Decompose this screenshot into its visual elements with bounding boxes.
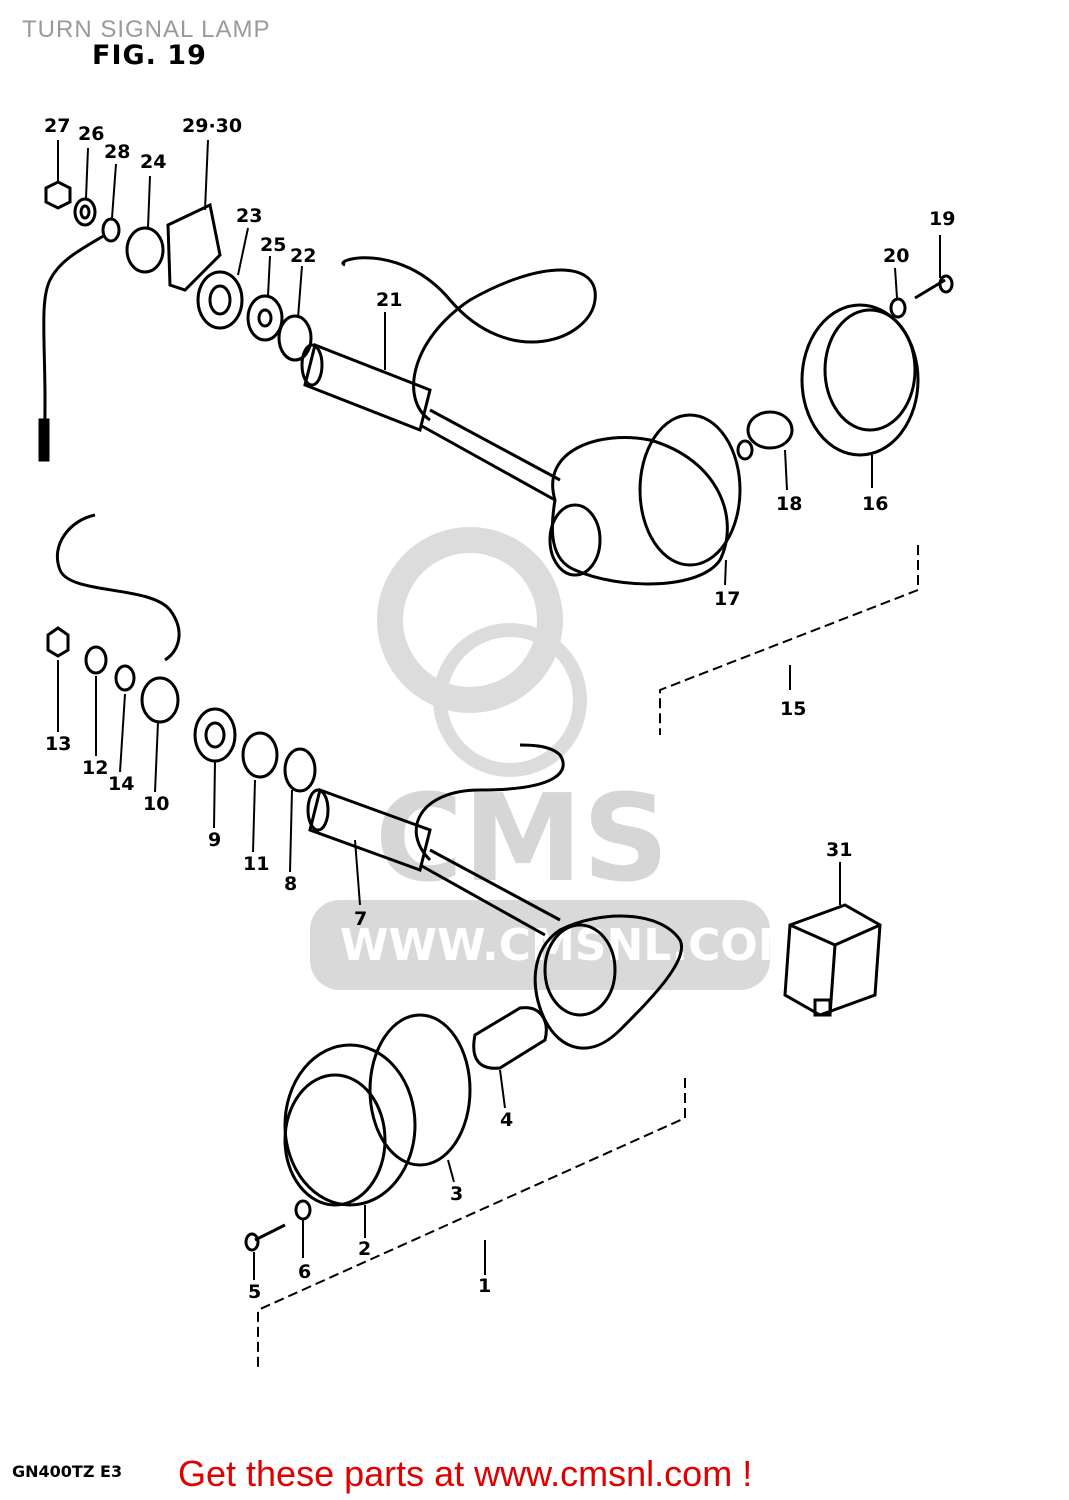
leader-lines [57, 139, 941, 1280]
grommet-10 [140, 676, 180, 724]
part-label: 17 [714, 588, 740, 610]
part-label: 31 [826, 839, 852, 861]
lower-ground-wire [55, 513, 181, 662]
washer-14 [114, 664, 136, 692]
lock-plate-8 [283, 747, 317, 793]
nut-27 [44, 180, 72, 210]
part-label: 15 [780, 698, 806, 720]
part-label: 5 [248, 1281, 261, 1303]
bulb-4 [472, 1006, 548, 1070]
part-label: 7 [354, 908, 367, 930]
part-label: 1 [478, 1275, 491, 1297]
part-label: 4 [500, 1109, 513, 1131]
lower-turn-signal-assembly [46, 513, 683, 1252]
part-label: 13 [45, 733, 71, 755]
upper-lamp-housing [550, 436, 729, 586]
part-label: 20 [883, 245, 909, 267]
part-label: 27 [44, 115, 70, 137]
washer-11 [241, 731, 279, 779]
gasket-3 [368, 1013, 472, 1167]
watermark-logo-text: CMS [375, 770, 669, 909]
washer-25 [246, 294, 284, 342]
lower-lead-wire [414, 743, 565, 862]
stem-7 [308, 788, 432, 872]
part-labels: 1 2 3 4 5 6 7 8 9 10 11 12 13 14 15 16 1… [44, 115, 955, 1303]
lens-16 [800, 303, 920, 457]
lower-lamp-housing [533, 914, 683, 1050]
ground-wire [42, 233, 106, 461]
part-label: 6 [298, 1261, 311, 1283]
screw-5 [254, 1223, 286, 1242]
figure-number: FIG. 19 [92, 40, 207, 71]
washer-20 [889, 297, 907, 319]
parts-link-text[interactable]: Get these parts at www.cmsnl.com ! [178, 1453, 753, 1494]
washer-26 [73, 197, 97, 227]
stem-21 [303, 342, 432, 433]
part-label: 16 [862, 493, 888, 515]
damper-23 [196, 270, 244, 330]
part-label: 10 [143, 793, 169, 815]
part-label: 23 [236, 205, 262, 227]
lens-2 [283, 1043, 417, 1207]
grommet-24 [125, 226, 165, 274]
watermark-url: WWW.CMSNL.COM [340, 920, 802, 971]
damper-9 [193, 707, 237, 763]
part-label: 18 [776, 493, 802, 515]
part-label: 2 [358, 1238, 371, 1260]
part-label: 21 [376, 289, 402, 311]
part-label: 29·30 [182, 115, 242, 137]
lock-plate-22 [277, 314, 313, 362]
part-label: 11 [243, 853, 269, 875]
nut-13 [46, 626, 70, 658]
washer-28 [101, 217, 121, 243]
part-label: 22 [290, 245, 316, 267]
washer-12 [84, 645, 108, 675]
part-label: 24 [140, 151, 166, 173]
part-label: 25 [260, 234, 286, 256]
part-label: 26 [78, 123, 104, 145]
flasher-relay-31 [783, 903, 882, 1017]
bulb-18 [746, 410, 794, 450]
part-label: 14 [108, 773, 134, 795]
watermark: CMS WWW.CMSNL.COM [310, 527, 802, 990]
part-label: 28 [104, 141, 130, 163]
part-label: 19 [929, 208, 955, 230]
part-label: 8 [284, 873, 297, 895]
part-label: 9 [208, 829, 221, 851]
gasket-17 [638, 413, 742, 567]
model-code: GN400TZ E3 [12, 1462, 123, 1481]
upper-turn-signal-assembly [38, 180, 954, 586]
bracket-29-30 [166, 202, 222, 292]
assembly-brackets [257, 545, 919, 1368]
part-label: 12 [82, 757, 108, 779]
part-label: 3 [450, 1183, 463, 1205]
diagram-header-title: TURN SIGNAL LAMP [22, 16, 271, 43]
washer-6 [294, 1199, 312, 1221]
upper-lead-wire [341, 256, 597, 422]
